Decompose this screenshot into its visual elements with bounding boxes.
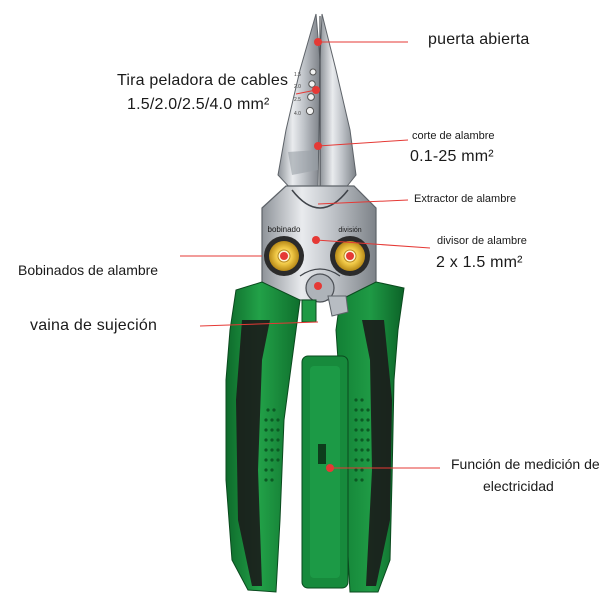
label-funcion-line1: Función de medición de	[451, 456, 600, 472]
left-handle	[225, 281, 301, 593]
gauge-mark: 2.0	[294, 84, 301, 90]
label-vaina: vaina de sujeción	[30, 317, 158, 334]
label-tira-peladora-title: Tira peladora de cables	[117, 72, 289, 89]
gauge-mark: 1.5	[294, 72, 301, 78]
tool-text-division: división	[338, 227, 361, 234]
marker-dot	[312, 236, 320, 244]
label-puerta-abierta: puerta abierta	[428, 31, 530, 48]
gauge-mark: 4.0	[294, 111, 301, 117]
label-funcion-line2: electricidad	[483, 478, 554, 494]
pliers-jaws: 1.5 2.0 2.5 4.0	[277, 13, 357, 191]
marker-dot	[314, 282, 322, 290]
marker-dot	[280, 252, 288, 260]
label-divisor-value: 2 x 1.5 mm²	[436, 254, 523, 271]
leader-lines	[180, 41, 440, 469]
locking-clip	[301, 295, 349, 323]
tool-text-bobinado: bobinado	[268, 225, 301, 234]
label-tira-peladora-sizes: 1.5/2.0/2.5/4.0 mm²	[127, 96, 270, 113]
label-divisor-title: divisor de alambre	[437, 235, 527, 247]
gauge-mark: 2.5	[294, 97, 301, 103]
callout-markers	[280, 38, 354, 472]
grip-dots	[264, 408, 280, 482]
stripper-notches	[305, 68, 317, 116]
right-handle	[335, 281, 405, 593]
marker-dot	[346, 252, 354, 260]
voltage-tester-module	[301, 355, 349, 589]
marker-dot	[314, 142, 322, 150]
marker-dot	[326, 464, 334, 472]
label-extractor: Extractor de alambre	[414, 193, 517, 205]
grip-dots	[354, 398, 370, 482]
label-corte-title: corte de alambre	[412, 130, 495, 142]
marker-dot	[314, 38, 322, 46]
label-corte-range: 0.1-25 mm²	[410, 148, 494, 165]
marker-dot	[312, 86, 320, 94]
label-bobinados: Bobinados de alambre	[18, 262, 159, 278]
